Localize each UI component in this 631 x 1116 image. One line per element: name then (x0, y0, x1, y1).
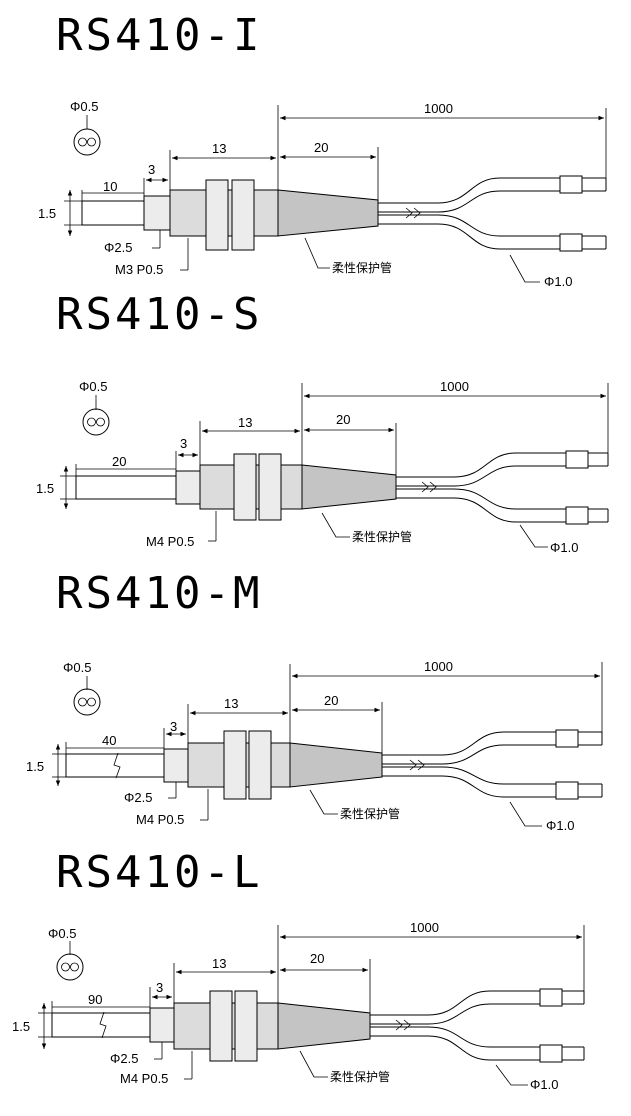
dimension-lines (81, 105, 607, 283)
tip-length-label: 20 (112, 454, 126, 469)
hex-nut-2 (234, 990, 258, 1062)
dimension-lines (65, 662, 603, 827)
hex-nut-2 (231, 179, 255, 251)
sleeve-length-label: 20 (336, 412, 350, 427)
hex-nut-1 (209, 990, 233, 1062)
total-length-label: 1000 (440, 379, 469, 394)
thread-length-label: 13 (224, 696, 238, 711)
probe-step (149, 1007, 175, 1043)
flexible-sleeve (301, 464, 397, 510)
fiber-cables (396, 450, 609, 525)
step-length-label: 3 (148, 162, 155, 177)
thread-spec-label: M3 P0.5 (115, 262, 163, 277)
probe-step (175, 470, 201, 505)
height-dimension (60, 466, 76, 509)
dimension-lines (51, 925, 585, 1086)
probe-tip (81, 200, 145, 226)
hex-nut-1 (233, 453, 257, 521)
fiber-cables (378, 175, 607, 252)
diagram-rs410-m: RS410-M Φ0.5 1.5 (0, 558, 631, 837)
thread-spec-label: M4 P0.5 (120, 1071, 168, 1086)
sleeve-label: 柔性保护管 (330, 1069, 390, 1084)
core-diameter-label: Φ0.5 (70, 99, 98, 114)
total-length-label: 1000 (424, 659, 453, 674)
model-title: RS410-M (56, 568, 263, 619)
core-section-icon (73, 115, 101, 156)
hex-nut-1 (205, 179, 229, 251)
fiber-cables (382, 729, 603, 800)
break-mark (99, 1011, 107, 1039)
fiber-drawing: Φ0.5 1.5 (12, 920, 585, 1092)
thread-length-label: 13 (212, 956, 226, 971)
dimension-lines (75, 383, 609, 548)
thread-spec-label: M4 P0.5 (136, 812, 184, 827)
probe-tip (51, 1012, 151, 1038)
step-length-label: 3 (170, 719, 177, 734)
fiber-diameter-label: Φ1.0 (550, 540, 578, 555)
model-title: RS410-S (56, 289, 263, 340)
break-mark (113, 752, 121, 779)
hex-nut-1 (223, 730, 247, 800)
height-dimension (52, 744, 66, 786)
core-diameter-label: Φ0.5 (48, 926, 76, 941)
height-label: 1.5 (36, 481, 54, 496)
sleeve-label: 柔性保护管 (352, 529, 412, 544)
flexible-sleeve (277, 189, 379, 237)
probe-tip (75, 475, 177, 500)
probe-step (143, 195, 171, 231)
fiber-drawing: Φ0.5 1.5 (36, 379, 609, 555)
probe-step (163, 748, 189, 783)
fiber-diameter-label: Φ1.0 (544, 274, 572, 289)
height-label: 1.5 (12, 1019, 30, 1034)
sleeve-length-label: 20 (324, 693, 338, 708)
model-title: RS410-I (56, 10, 263, 61)
sleeve-label: 柔性保护管 (340, 806, 400, 821)
model-title: RS410-L (56, 847, 263, 898)
tip-length-label: 90 (88, 992, 102, 1007)
height-dimension (64, 190, 82, 236)
total-length-label: 1000 (410, 920, 439, 935)
tip-length-label: 40 (102, 733, 116, 748)
tip-diameter-label: Φ2.5 (104, 240, 132, 255)
flexible-sleeve (277, 1002, 371, 1050)
total-length-label: 1000 (424, 101, 453, 116)
fiber-diameter-label: Φ1.0 (546, 818, 574, 833)
core-section-icon (56, 941, 84, 981)
fiber-drawing: Φ0.5 1.5 (38, 99, 607, 289)
sleeve-length-label: 20 (314, 140, 328, 155)
thread-spec-label: M4 P0.5 (146, 534, 194, 549)
core-diameter-label: Φ0.5 (63, 660, 91, 675)
core-section-icon (82, 395, 110, 436)
height-label: 1.5 (38, 206, 56, 221)
step-length-label: 3 (180, 436, 187, 451)
core-diameter-label: Φ0.5 (79, 379, 107, 394)
diagram-rs410-i: RS410-I Φ0.5 1.5 (0, 0, 631, 289)
thread-length-label: 13 (238, 415, 252, 430)
tip-diameter-label: Φ2.5 (110, 1051, 138, 1066)
sleeve-length-label: 20 (310, 951, 324, 966)
thread-length-label: 13 (212, 141, 226, 156)
step-length-label: 3 (156, 980, 163, 995)
fiber-diameter-label: Φ1.0 (530, 1077, 558, 1092)
tip-diameter-label: Φ2.5 (124, 790, 152, 805)
hex-nut-2 (258, 453, 282, 521)
height-dimension (38, 1003, 52, 1049)
tip-length-label: 10 (103, 179, 117, 194)
flexible-sleeve (289, 742, 383, 788)
height-label: 1.5 (26, 759, 44, 774)
diagram-rs410-l: RS410-L Φ0.5 1.5 (0, 837, 631, 1116)
hex-nut-2 (248, 730, 272, 800)
sleeve-label: 柔性保护管 (332, 260, 392, 275)
core-section-icon (73, 676, 101, 716)
fiber-drawing: Φ0.5 1.5 (26, 659, 603, 833)
fiber-cables (370, 988, 585, 1063)
diagram-rs410-s: RS410-S Φ0.5 1.5 (0, 279, 631, 558)
